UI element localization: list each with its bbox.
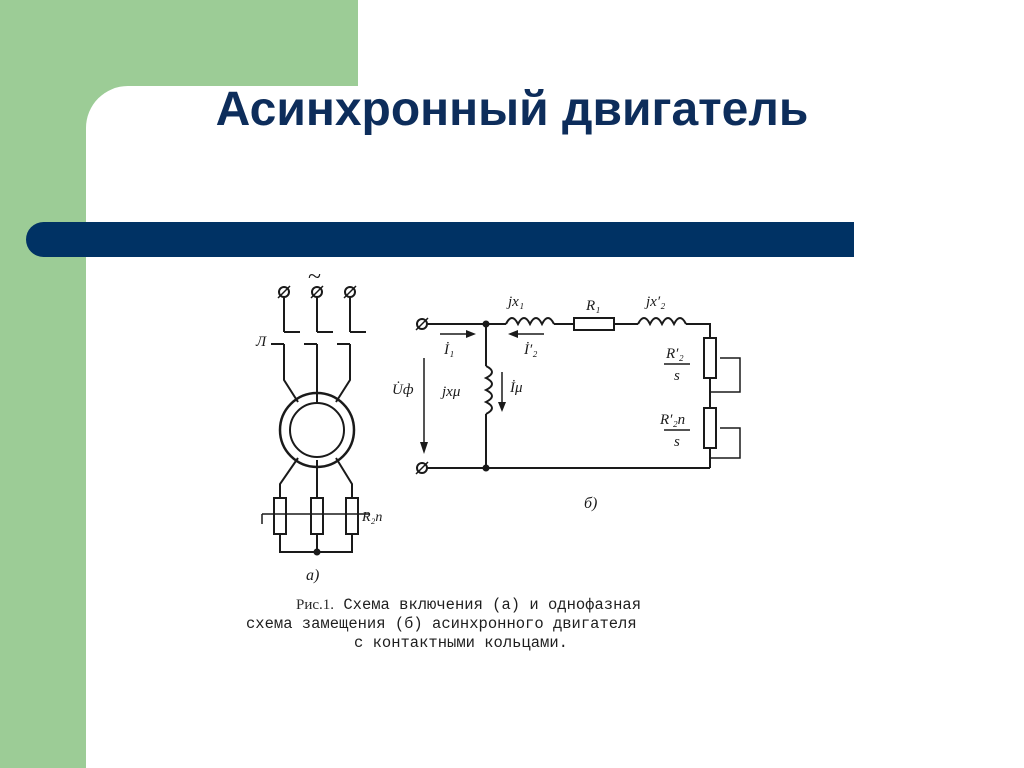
voltage-label: U̇ф: [392, 382, 414, 398]
i1-label: İ₁: [443, 342, 454, 358]
switch-label: Л: [255, 334, 267, 350]
r2n-s-denominator: s: [674, 434, 680, 450]
scheme-b-equivalent-circuit: [415, 317, 741, 475]
caption-line-2: схема замещения (б) асинхронного двигате…: [246, 615, 637, 633]
figure-number: Рис.1.: [296, 597, 335, 613]
rotor-resistor-label: R₂п: [361, 510, 382, 525]
panel-label-a: а): [306, 567, 319, 584]
caption-line-1: Рис.1. Схема включения (а) и однофазная: [296, 596, 641, 614]
r2-s-denominator: s: [674, 368, 680, 384]
figure-caption: Рис.1. Схема включения (а) и однофазная …: [246, 596, 766, 653]
x2-label: jx′₂: [644, 294, 665, 310]
inductor-x1: [505, 317, 555, 327]
rotor-resistor-3: [345, 497, 359, 535]
caption-line-3: с контактными кольцами.: [354, 634, 568, 652]
circuit-diagram: ~ Л R₂п а) jx₁ R₁ jx′₂ U̇ф İ₁ İ′₂ jxμ İμ…: [240, 262, 760, 682]
motor-stator: [278, 391, 356, 469]
resistor-r2n-s: [703, 407, 717, 449]
supply-tilde: ~: [308, 264, 321, 290]
x1-label: jx₁: [506, 294, 524, 310]
i2-label: İ′₂: [523, 342, 538, 358]
xm-label: jxμ: [440, 384, 461, 400]
inductor-xm: [483, 365, 493, 415]
r2-s-numerator: R′₂: [665, 346, 684, 362]
rotor-resistor-2: [310, 497, 324, 535]
resistor-r1: [573, 317, 615, 331]
circuit-svg: ~ Л R₂п а) jx₁ R₁ jx′₂ U̇ф İ₁ İ′₂ jxμ İμ…: [255, 264, 741, 584]
motor-rotor: [289, 402, 345, 458]
r2n-s-numerator: R′₂п: [659, 412, 685, 428]
resistor-r2-s: [703, 337, 717, 379]
im-label: İμ: [509, 380, 523, 396]
title-underline-bar: [26, 222, 854, 257]
white-content-panel: [86, 86, 1024, 768]
panel-label-b: б): [584, 495, 597, 512]
slide-title: Асинхронный двигатель: [215, 83, 809, 136]
switch-contacts: [271, 331, 366, 345]
inductor-x2: [637, 317, 687, 327]
rotor-resistor-1: [273, 497, 287, 535]
scheme-a-connection: [261, 285, 370, 556]
r1-label: R₁: [585, 298, 600, 314]
